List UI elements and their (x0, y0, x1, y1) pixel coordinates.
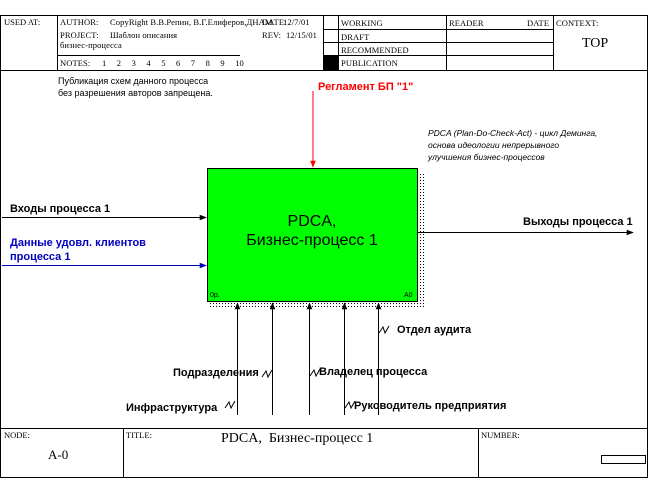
number-label: NUMBER: (481, 430, 520, 440)
mechanism-label-departments: Подразделения (173, 367, 259, 379)
process-corner-right: А0 (404, 292, 413, 299)
used-at-label: USED AT: (4, 17, 41, 27)
status-recommended[interactable]: RECOMMENDED (341, 45, 409, 55)
input-label-1: Входы процесса 1 (10, 203, 111, 215)
process-corner-left: 0р. (210, 292, 220, 299)
output-label: Выходы процесса 1 (523, 216, 633, 228)
date-value: 12/7/01 (283, 17, 310, 27)
publication-marker (324, 56, 338, 70)
context-label: CONTEXT: (556, 18, 599, 28)
pdca-note-line2: основа идеологии непрерывного (428, 140, 560, 150)
input-label-2-line2: процесса 1 (10, 251, 71, 263)
footer-title-value: PDCA, Бизнес-процесс 1 (221, 431, 374, 446)
project-value-line2: бизнес-процесса (60, 40, 122, 50)
status-working[interactable]: WORKING (341, 18, 383, 28)
author-label: AUTHOR: (60, 17, 99, 27)
context-value: TOP (582, 36, 609, 51)
rev-value: 12/15/01 (286, 30, 318, 40)
mechanism-label-process-owner: Владелец процесса (319, 366, 428, 378)
project-value-line1: Шаблон описания (110, 30, 178, 40)
date2-label: DATE (527, 18, 550, 28)
copyright-note-line2: без разрешения авторов запрещена. (58, 88, 213, 98)
node-label: NODE: (4, 430, 30, 440)
header-grid (0, 15, 648, 71)
footer-grid (0, 428, 648, 477)
squiggle-departments (261, 369, 273, 379)
node-value: A-0 (48, 447, 69, 462)
notes-label: NOTES: (60, 58, 91, 68)
squiggle-audit (378, 325, 390, 335)
control-label: Регламент БП "1" (318, 81, 414, 93)
status-publication[interactable]: PUBLICATION (341, 58, 398, 68)
process-title-line2: Бизнес-процесс 1 (246, 232, 378, 249)
title-label: TITLE: (126, 430, 152, 440)
rev-label: REV: (262, 30, 282, 40)
date-label: DATE: (262, 17, 287, 27)
status-draft[interactable]: DRAFT (341, 32, 370, 42)
author-value: CopyRight В.В.Репин, В.Г.Елиферов,ДНАМ (110, 17, 273, 27)
pdca-note-line3: улучшения бизнес-процессов (428, 152, 545, 162)
squiggle-process-owner (309, 368, 321, 378)
mechanism-label-ceo: Руководитель предприятия (354, 400, 507, 412)
project-label: PROJECT: (60, 30, 99, 40)
mechanism-label-audit: Отдел аудита (397, 324, 472, 336)
reader-label: READER (449, 18, 484, 28)
squiggle-ceo (344, 400, 356, 410)
process-title-line1: PDCA, (287, 213, 337, 230)
page-number-box (601, 455, 646, 464)
squiggle-infrastructure (224, 400, 236, 410)
copyright-note-line1: Публикация схем данного процесса (58, 76, 209, 86)
notes-numbers: 1 2 3 4 5 6 7 8 9 10 (102, 58, 244, 68)
input-label-2-line1: Данные удовл. клиентов (10, 237, 146, 249)
pdca-note-line1: PDCA (Plan-Do-Check-Act) - цикл Деминга, (428, 128, 598, 138)
mechanism-label-infrastructure: Инфраструктура (126, 402, 218, 414)
process-box[interactable] (207, 168, 418, 302)
